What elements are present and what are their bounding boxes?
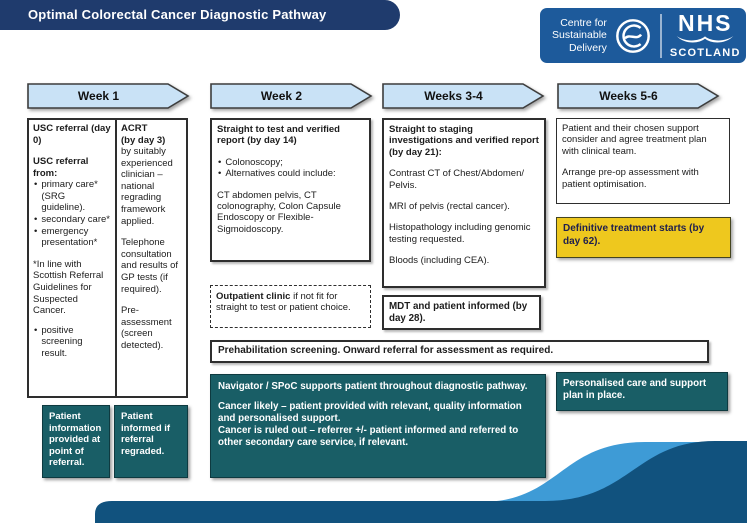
nhs-scotland-logo: NHS SCOTLAND	[669, 10, 741, 60]
outpatient-clinic-box: Outpatient clinic if not fit for straigh…	[210, 285, 371, 328]
timeline-arrow-weeks56: Weeks 5-6	[557, 83, 720, 109]
nhs-csd-logo: Centre for Sustainable Delivery NHS SCOT…	[540, 8, 746, 63]
usc-referral-cell: USC referral (day 0) USC referral from: …	[29, 120, 117, 396]
usc-bullet-primary-care: primary care* (SRG guideline).	[33, 179, 111, 214]
usc-bullet-screening: positive screening result.	[33, 325, 111, 360]
usc-footnote: *In line with Scottish Referral Guidelin…	[33, 258, 104, 317]
mri-text: MRI of pelvis (rectal cancer).	[389, 200, 510, 212]
outpatient-clinic-rest: if not fit for straight to test or patie…	[216, 291, 351, 314]
timeline-arrow-weeks34: Weeks 3-4	[382, 83, 545, 109]
preop-assessment-text: Arrange pre-op assessment with patient o…	[562, 167, 699, 190]
treatment-plan-box: Patient and their chosen support conside…	[556, 118, 730, 204]
arrow-label-weeks56: Weeks 5-6	[599, 89, 658, 103]
contrast-ct-text: Contrast CT of Chest/Abdomen/ Pelvis.	[389, 168, 524, 191]
usc-bullet-emergency: emergency presentation*	[33, 226, 111, 249]
bloods-text: Bloods (including CEA).	[389, 255, 490, 267]
alternatives-bullet: Alternatives could include:	[217, 168, 364, 179]
csd-line-1: Centre for	[560, 17, 607, 30]
page-title: Optimal Colorectal Cancer Diagnostic Pat…	[0, 0, 400, 30]
usc-heading: USC referral (day 0)	[33, 123, 111, 146]
arrow-label-week1: Week 1	[77, 89, 120, 103]
arrow-label-weeks34: Weeks 3-4	[424, 89, 483, 103]
csd-swirl-icon	[614, 17, 652, 55]
definitive-treatment-box: Definitive treatment starts (by day 62).	[556, 217, 731, 258]
personalised-care-box: Personalised care and support plan in pl…	[556, 372, 728, 411]
csd-line-2: Sustainable	[552, 29, 607, 42]
csd-logo-text: Centre for Sustainable Delivery	[552, 17, 607, 53]
alternative-tests-text: CT abdomen pelvis, CT colonography, Colo…	[217, 189, 341, 235]
acrt-heading-line1: ACRT	[121, 123, 148, 134]
scotland-label: SCOTLAND	[669, 47, 741, 59]
navigator-spoc-box: Navigator / SPoC supports patient throug…	[210, 374, 546, 478]
staging-heading: Straight to staging investigations and v…	[389, 124, 539, 158]
week1-referral-table: USC referral (day 0) USC referral from: …	[27, 118, 188, 398]
acrt-telephone-text: Telephone consultation and results of GP…	[121, 237, 179, 295]
nhs-wordmark: NHS	[677, 10, 733, 36]
outpatient-clinic-text: Outpatient clinic if not fit for straigh…	[216, 291, 365, 314]
navigator-text: Navigator / SPoC supports patient throug…	[218, 381, 528, 392]
outpatient-clinic-lead: Outpatient clinic	[216, 291, 291, 302]
treatment-plan-text: Patient and their chosen support conside…	[562, 123, 707, 157]
patient-information-box: Patient information provided at point of…	[42, 405, 110, 478]
arrow-label-week2: Week 2	[260, 89, 303, 103]
straight-to-test-heading: Straight to test and verified report (by…	[217, 124, 340, 147]
mdt-box: MDT and patient informed (by day 28).	[382, 295, 541, 330]
acrt-clinician-text: by suitably experienced clinician – nati…	[121, 146, 173, 227]
prehabilitation-banner: Prehabilitation screening. Onward referr…	[210, 340, 709, 363]
timeline-arrow-week1: Week 1	[27, 83, 190, 109]
timeline-arrow-week2: Week 2	[210, 83, 373, 109]
cancer-likely-text: Cancer likely – patient provided with re…	[218, 400, 522, 424]
logo-divider	[659, 13, 662, 58]
acrt-cell: ACRT (by day 3) by suitably experienced …	[117, 120, 186, 396]
colonoscopy-bullet: Colonoscopy;	[217, 157, 364, 168]
csd-line-3: Delivery	[568, 41, 607, 54]
nhs-swoosh-icon	[676, 35, 734, 43]
straight-to-test-box: Straight to test and verified report (by…	[210, 118, 371, 262]
acrt-heading-line2: (by day 3)	[121, 134, 166, 146]
staging-box: Straight to staging investigations and v…	[382, 118, 546, 288]
usc-bullet-secondary-care: secondary care*	[33, 214, 111, 226]
patient-informed-box: Patient informed if referral regraded.	[114, 405, 188, 478]
histopathology-text: Histopathology including genomic testing…	[389, 222, 531, 245]
acrt-preassessment-text: Pre-assessment (screen detected).	[121, 305, 172, 351]
cancer-ruled-out-text: Cancer is ruled out – referrer +/- patie…	[218, 424, 519, 448]
usc-subheading: USC referral from:	[33, 156, 89, 179]
